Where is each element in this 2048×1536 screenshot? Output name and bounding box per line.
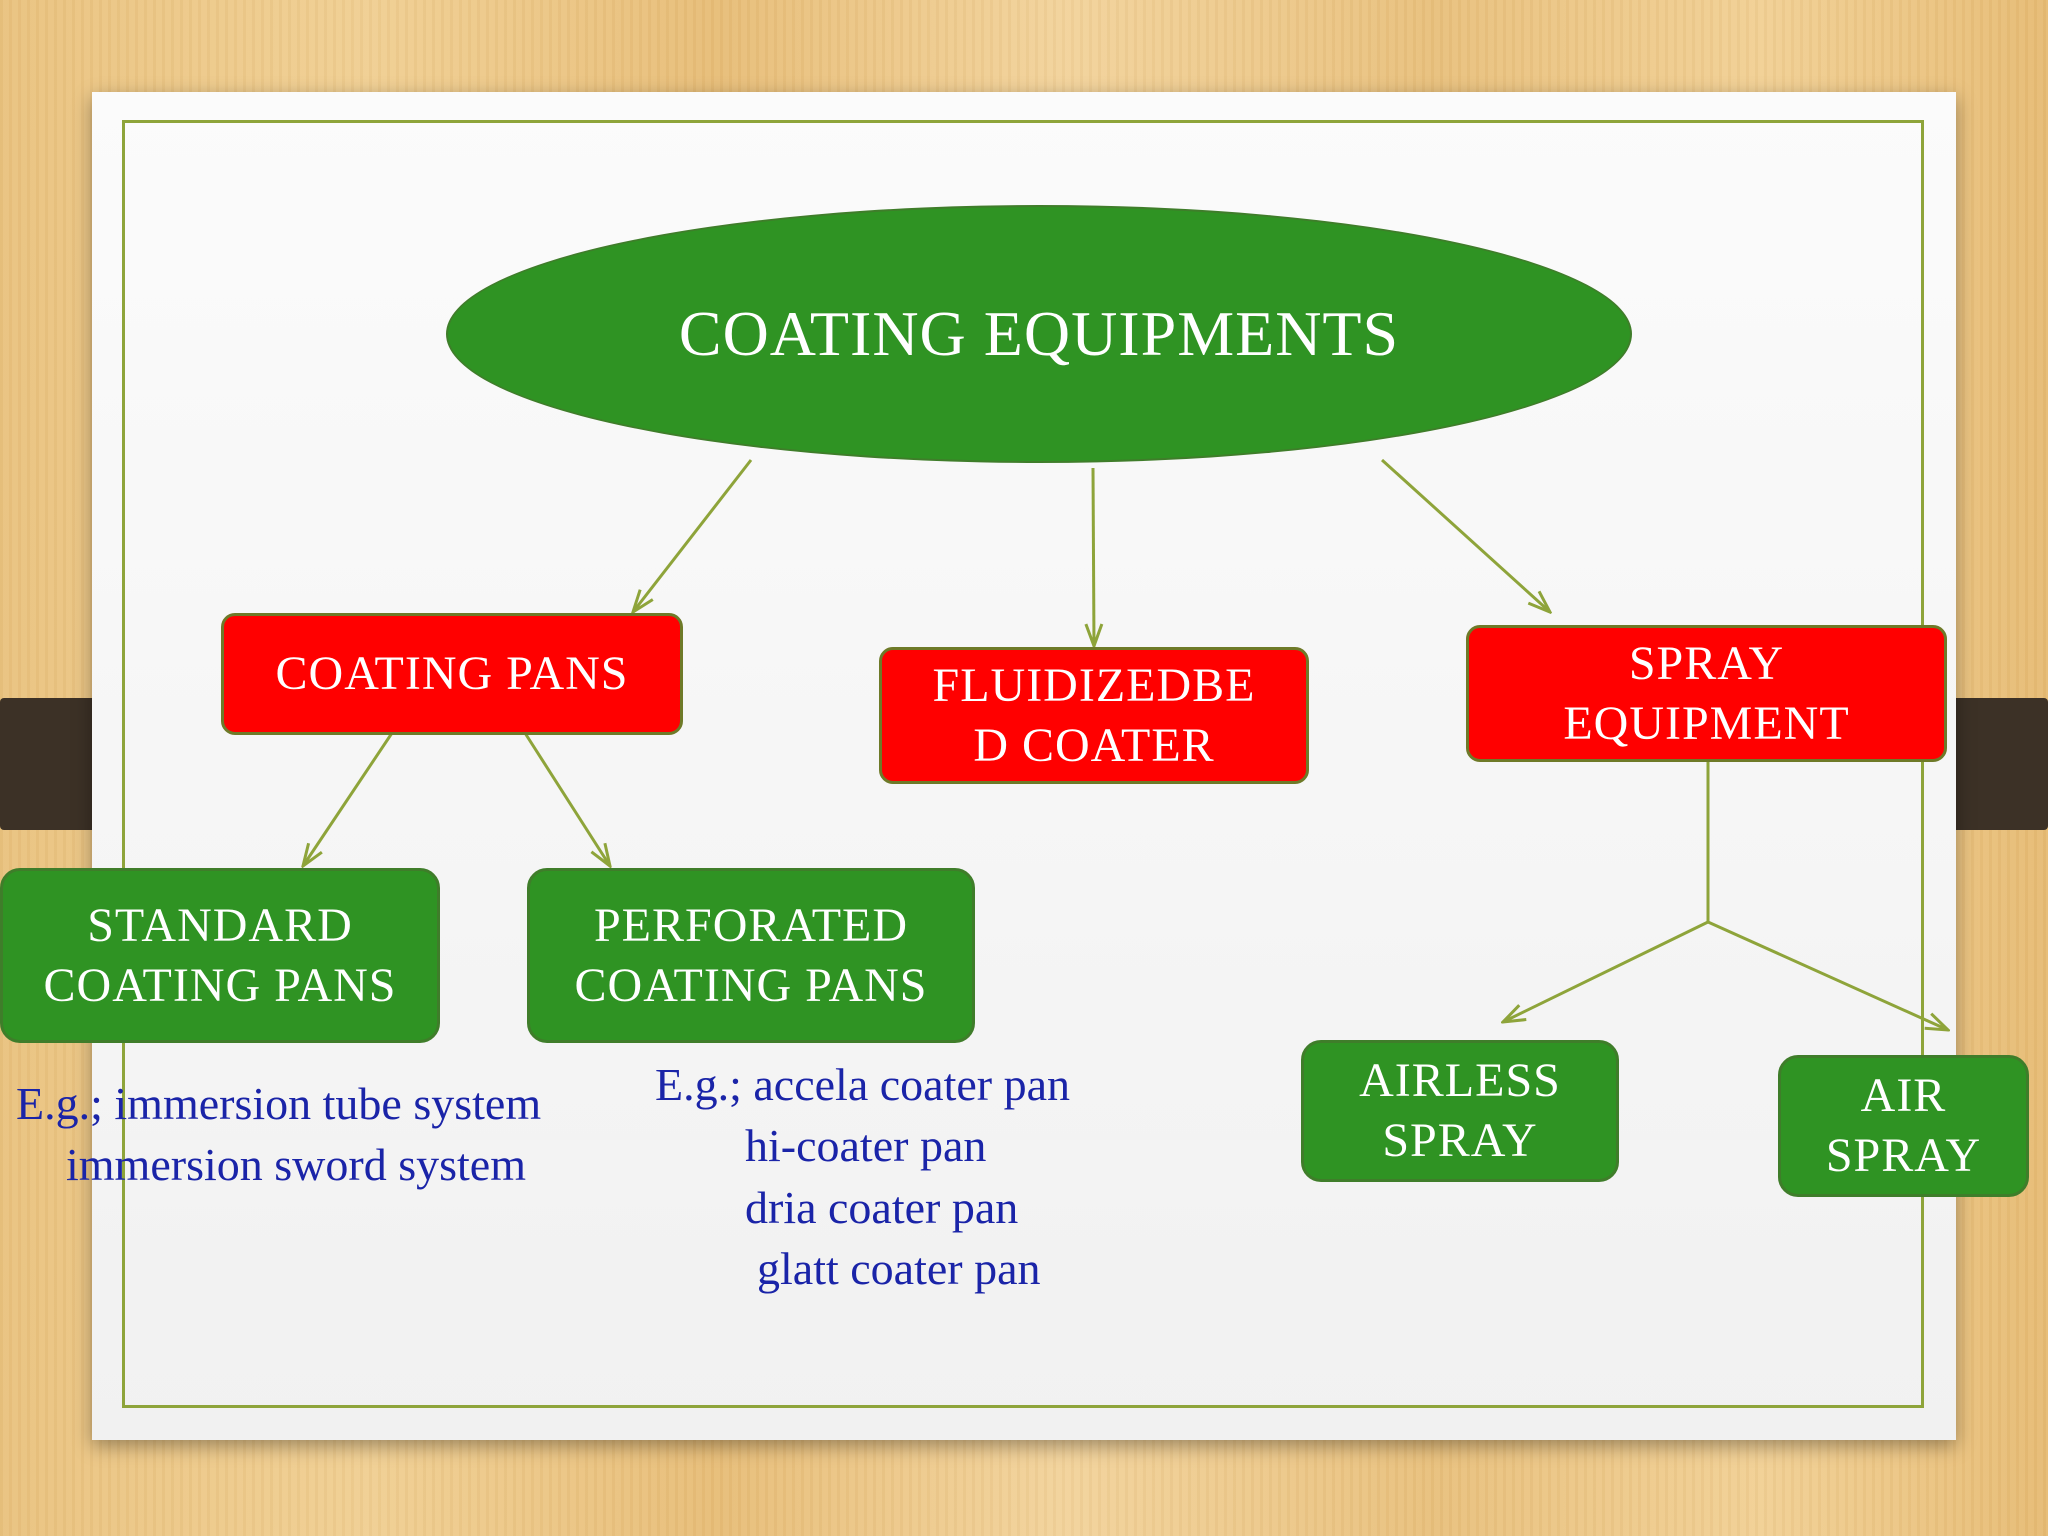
airless-spray-label-line2: SPRAY bbox=[1382, 1114, 1538, 1167]
slide-frame bbox=[122, 120, 1924, 1408]
standard-pans-example-1: E.g.; immersion tube system bbox=[16, 1078, 542, 1129]
spray-equipment-label-line1: SPRAY bbox=[1628, 636, 1785, 690]
spray-equipment-label-line2: EQUIPMENT bbox=[1563, 696, 1850, 750]
perforated-pans-example-1: E.g.; accela coater pan bbox=[655, 1059, 1071, 1110]
arrow-spray-to-airless bbox=[1503, 920, 1709, 1022]
perforated-pans-label-line2: COATING PANS bbox=[574, 958, 928, 1012]
fluidized-bed-label-line1: FLUIDIZEDBE bbox=[932, 658, 1256, 712]
airless-spray-label-line1: AIRLESS bbox=[1359, 1054, 1561, 1107]
node-coating-pans: COATING PANS bbox=[221, 613, 683, 735]
node-airless-spray: AIRLESS SPRAY bbox=[1301, 1040, 1619, 1182]
node-standard-coating-pans: STANDARD COATING PANS bbox=[0, 868, 440, 1043]
node-fluidized-bed-coater: FLUIDIZEDBE D COATER bbox=[879, 647, 1309, 784]
root-label: COATING EQUIPMENTS bbox=[678, 298, 1400, 369]
air-spray-label-line2: SPRAY bbox=[1825, 1129, 1982, 1182]
arrow-root-to-spray-equipment bbox=[1380, 458, 1550, 612]
arrow-spray-to-air bbox=[1707, 920, 1948, 1030]
arrow-pans-to-standard bbox=[303, 732, 394, 866]
root-node-coating-equipments: COATING EQUIPMENTS bbox=[446, 205, 1632, 463]
node-air-spray: AIR SPRAY bbox=[1778, 1055, 2029, 1197]
perforated-pans-example-4: glatt coater pan bbox=[757, 1243, 1041, 1294]
node-spray-equipment: SPRAY EQUIPMENT bbox=[1466, 625, 1947, 762]
standard-pans-label-line1: STANDARD bbox=[87, 898, 353, 952]
arrow-pans-to-perforated bbox=[523, 732, 610, 866]
standard-pans-label-line2: COATING PANS bbox=[43, 958, 397, 1012]
standard-pans-example-2: immersion sword system bbox=[66, 1139, 526, 1190]
perforated-pans-example-2: hi-coater pan bbox=[745, 1120, 987, 1171]
arrow-root-to-coating-pans bbox=[633, 459, 753, 612]
perforated-pans-example-3: dria coater pan bbox=[745, 1182, 1019, 1233]
arrow-root-to-fluidized-bed bbox=[1093, 467, 1094, 646]
coating-pans-label: COATING PANS bbox=[275, 647, 629, 700]
node-perforated-coating-pans: PERFORATED COATING PANS bbox=[527, 868, 975, 1043]
fluidized-bed-label-line2: D COATER bbox=[973, 718, 1215, 772]
perforated-pans-label-line1: PERFORATED bbox=[593, 898, 909, 952]
air-spray-label-line1: AIR bbox=[1860, 1069, 1947, 1122]
